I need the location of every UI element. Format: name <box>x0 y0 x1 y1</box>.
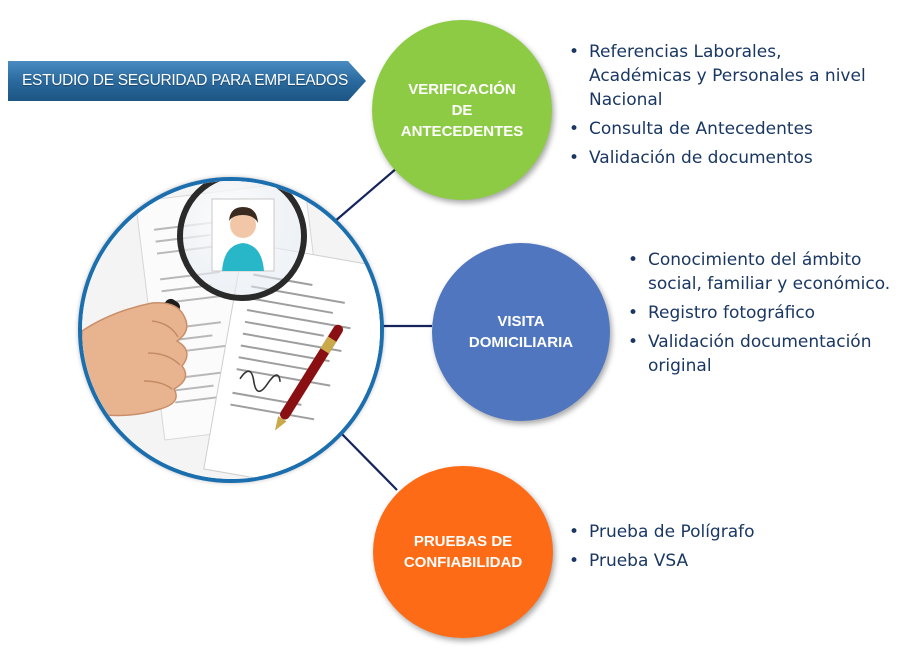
node-pruebas-confiabilidad: PRUEBAS DE CONFIABILIDAD <box>373 466 553 638</box>
connector-line-1 <box>333 167 398 223</box>
node-2-label: VISITA DOMICILIARIA <box>468 313 574 351</box>
banner-shape <box>8 61 366 101</box>
list-visita: Conocimiento del ámbito social, familiar… <box>626 248 906 383</box>
list-item: Validación de documentos <box>567 146 867 170</box>
list-item: Consulta de Antecedentes <box>567 117 867 141</box>
node-3-label: PRUEBAS DE CONFIABILIDAD <box>403 533 523 571</box>
list-verificacion: Referencias Laborales, Académicas y Pers… <box>567 40 867 175</box>
banner-title: ESTUDIO DE SEGURIDAD PARA EMPLEADOS <box>22 72 348 89</box>
list-pruebas: Prueba de Polígrafo Prueba VSA <box>567 520 867 578</box>
list-item: Prueba VSA <box>567 549 867 573</box>
resume-illustration <box>82 181 380 479</box>
list-item: Prueba de Polígrafo <box>567 520 867 544</box>
list-item: Validación documentación original <box>626 330 906 378</box>
node-verificacion-antecedentes: VERIFICACIÓN DE ANTECEDENTES <box>372 20 552 200</box>
connector-line-3 <box>337 429 398 491</box>
list-item: Conocimiento del ámbito social, familiar… <box>626 248 906 296</box>
list-item: Registro fotográfico <box>626 301 906 325</box>
list-item: Referencias Laborales, Académicas y Pers… <box>567 40 867 112</box>
resume-magnifier-photo <box>78 177 384 483</box>
node-1-label: VERIFICACIÓN DE ANTECEDENTES <box>400 80 524 140</box>
node-visita-domiciliaria: VISITA DOMICILIARIA <box>432 243 610 421</box>
title-banner: ESTUDIO DE SEGURIDAD PARA EMPLEADOS <box>8 61 366 101</box>
